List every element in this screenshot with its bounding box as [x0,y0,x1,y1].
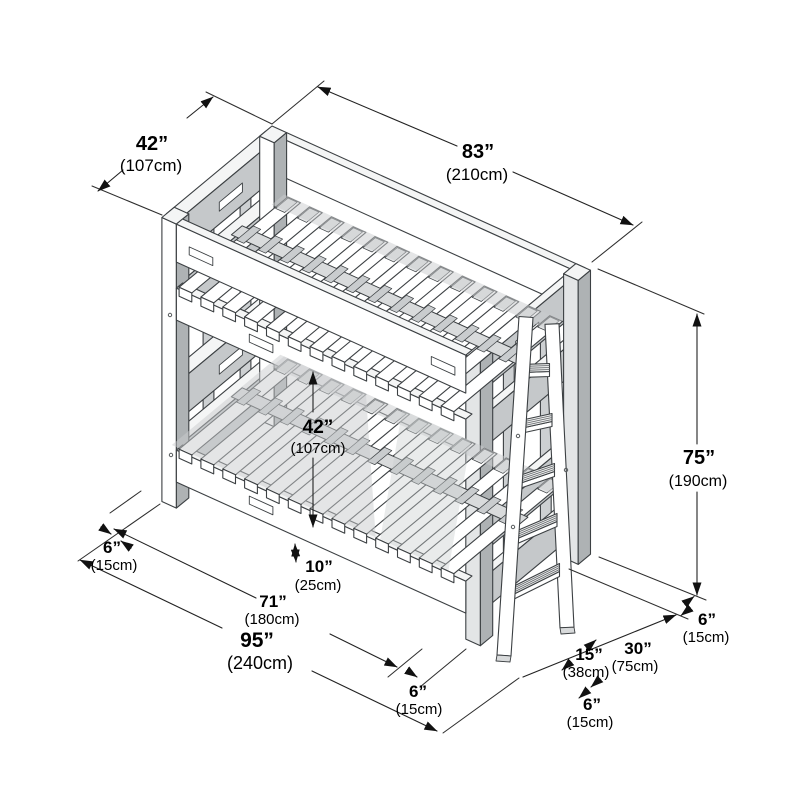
label-ladder-offset-cm: (38cm) [563,664,610,681]
label-front-leg-offset-cm: (15cm) [396,701,443,718]
dim-line-clearance [290,543,301,563]
label-height-inches: 75” [683,447,715,469]
dim-arrow-front-leg-offset [404,666,418,678]
dim-line-legspan-2 [329,633,398,668]
label-clearance-inches: 10” [305,557,332,576]
dim-arrow-left-overhang-1 [98,523,112,535]
label-total-length-cm: (240cm) [227,653,293,673]
bunk-bed-drawing [161,125,592,663]
dim-arrow-ladder-front-1 [590,675,604,688]
dim-line-total-1 [79,559,223,629]
label-ladder-front-inches: 6” [583,695,601,714]
dim-arrow-ladder-offset-2 [561,658,575,671]
label-length-top-inches: 83” [462,141,494,163]
label-left-overhang-inches: 6” [103,538,121,557]
dim-arrow-right-overhang-2 [680,604,694,617]
label-ladder-offset-inches: 15” [575,645,602,664]
label-ladder-span-inches: 30” [624,639,651,658]
dim-line-legspan-1 [113,528,257,599]
label-left-overhang-cm: (15cm) [91,557,138,574]
label-leg-span-inches: 71” [259,592,286,611]
label-width-top-cm: (107cm) [120,156,182,175]
ext-ladder-foot [442,677,520,734]
label-bunk-gap-cm: (107cm) [290,440,345,457]
label-clearance-cm: (25cm) [295,577,342,594]
ext-length-top-a [271,80,325,125]
label-width-top-inches: 42” [136,133,168,155]
ext-left-short [109,490,142,514]
dim-line-width-top-1 [186,96,214,119]
label-front-leg-offset-inches: 6” [409,682,427,701]
dim-line-length-top-2 [512,171,634,226]
dim-arrow-right-overhang-1 [681,595,695,608]
label-right-overhang-inches: 6” [698,610,716,629]
dim-line-total-2 [311,670,438,732]
label-length-top-cm: (210cm) [446,165,508,184]
ext-width-top-a [205,91,273,125]
ext-width-top-b [91,185,163,216]
ext-leg-right-b [419,648,467,688]
ext-height-a [597,268,705,315]
label-ladder-span-cm: (75cm) [612,658,659,675]
dim-arrow-ladder-offset-1 [583,639,597,652]
label-leg-span-cm: (180cm) [244,611,299,628]
dim-line-width-top-2 [97,169,124,192]
dim-line-ladder-span [522,614,677,678]
ext-leg-right-a [387,648,423,678]
label-total-length-inches: 95” [240,629,274,652]
label-bunk-gap-inches: 42” [303,417,334,438]
ext-height-b [598,556,707,601]
dimension-labels: 42” (107cm) 83” (210cm) 75” (190cm) 42” … [91,133,730,731]
label-ladder-front-cm: (15cm) [567,714,614,731]
dim-arrow-left-overhang-2 [120,540,134,552]
dim-line-length-top-1 [317,86,458,147]
ext-length-top-b [591,221,643,263]
floor-line-right [568,568,689,620]
dim-arrow-ladder-front-2 [578,686,592,699]
label-height-cm: (190cm) [669,473,728,490]
label-right-overhang-cm: (15cm) [683,629,730,646]
dimension-lines [77,80,707,734]
